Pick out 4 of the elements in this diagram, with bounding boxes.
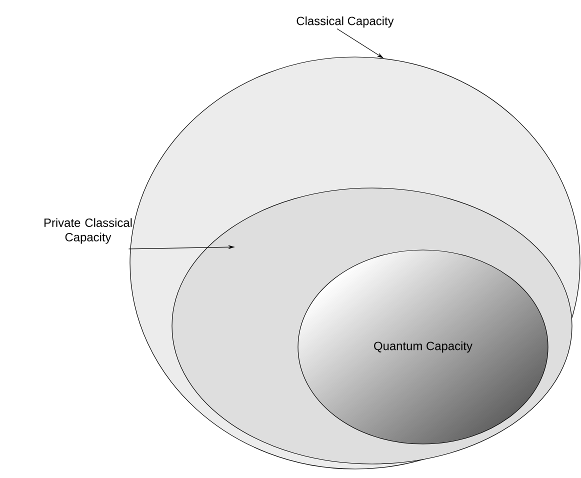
caption-text: Private Classical Capacity (44, 218, 132, 244)
caption-text: Classical Capacity (296, 16, 394, 28)
capacity-ellipse (298, 250, 548, 444)
label-text: Quantum Capacity (374, 341, 472, 353)
